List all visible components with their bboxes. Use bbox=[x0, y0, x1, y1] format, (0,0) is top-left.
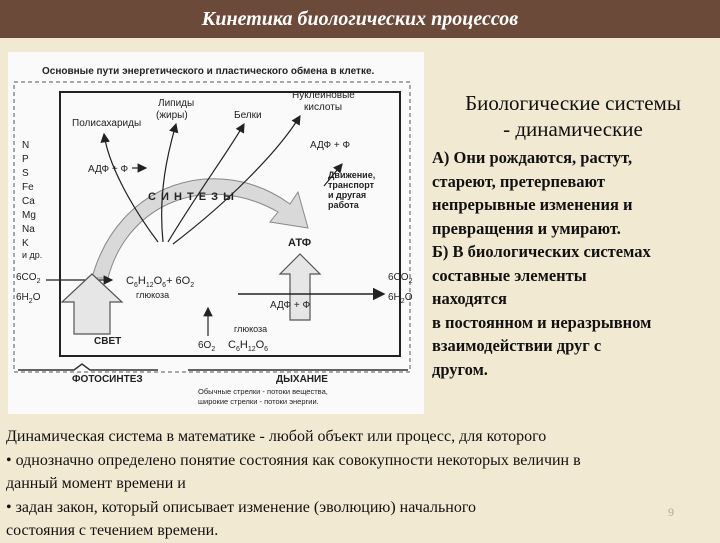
nucleic-acids-label: Нуклеиновые bbox=[292, 90, 355, 101]
cell-frame bbox=[59, 91, 401, 357]
glucose-label: глюкоза bbox=[136, 290, 169, 300]
element-label: S bbox=[22, 168, 29, 179]
respiration-label: ДЫХАНИЕ bbox=[276, 374, 328, 385]
movement-line: Движение, bbox=[328, 170, 375, 180]
adp-right-label: АДФ + Ф bbox=[310, 140, 351, 151]
right-panel: Биологические системы - динамические А) … bbox=[432, 90, 714, 381]
element-label: Ca bbox=[22, 196, 35, 207]
h2o-right: 6H2O bbox=[388, 292, 413, 305]
right-body-line: Б) В биологических системах bbox=[432, 242, 651, 261]
right-heading-line1: Биологические системы bbox=[465, 91, 681, 115]
metabolism-diagram-svg: Основные пути энергетического и пластиче… bbox=[13, 65, 413, 406]
right-body-line: находятся bbox=[432, 289, 507, 308]
glucose-bottom-formula: C6H12O6 bbox=[228, 339, 268, 353]
bottom-text-line: • задан закон, который описывает изменен… bbox=[6, 498, 476, 516]
diagram-caption: Основные пути энергетического и пластиче… bbox=[42, 65, 375, 77]
right-body-line: другом. bbox=[432, 359, 488, 379]
arrow-proteins bbox=[167, 122, 245, 243]
atp-energy-arrow bbox=[278, 253, 322, 321]
bottom-text: Динамическая система в математике - любо… bbox=[6, 425, 718, 543]
right-body-line: А) Они рождаются, растут, bbox=[432, 148, 633, 167]
element-label: K bbox=[22, 238, 29, 249]
element-label: Mg bbox=[22, 210, 36, 221]
movement-line: работа bbox=[328, 200, 360, 210]
right-heading-line2: - динамические bbox=[503, 117, 643, 141]
h2o-left: 6H2O bbox=[16, 292, 41, 305]
legend-line-2: широкие стрелки - потоки энергии. bbox=[198, 397, 319, 406]
right-body-line: стареют, претерпевают bbox=[432, 171, 605, 191]
co2-right: 6CO2 bbox=[388, 272, 413, 285]
lipids-label: Липиды bbox=[158, 98, 194, 109]
arrow-lipids bbox=[161, 122, 179, 243]
glucose-formula: C6H12O6+ 6O2 bbox=[126, 275, 194, 289]
right-body-line: превращения и умирают. bbox=[432, 218, 621, 238]
metabolism-diagram: Основные пути энергетического и пластиче… bbox=[8, 52, 424, 414]
photosynthesis-label: ФОТОСИНТЕЗ bbox=[72, 374, 143, 385]
outer-frame bbox=[13, 81, 411, 373]
element-label: и др. bbox=[22, 250, 42, 260]
nucleic-acids-sublabel: кислоты bbox=[304, 102, 342, 113]
light-label: СВЕТ bbox=[94, 336, 121, 347]
lipids-sublabel: (жиры) bbox=[156, 110, 188, 121]
atp-label: АТФ bbox=[288, 237, 311, 249]
right-body: А) Они рождаются, растут, стареют, прете… bbox=[432, 146, 714, 381]
adp-bottom-label: АДФ + Ф bbox=[270, 300, 311, 311]
light-energy-arrow bbox=[60, 273, 124, 335]
right-body-line: составные элементы bbox=[432, 265, 587, 285]
synthesis-label: С И Н Т Е З Ы bbox=[148, 191, 235, 203]
photosynthesis-divider bbox=[18, 363, 158, 371]
element-label: Na bbox=[22, 224, 35, 235]
o2-bottom: 6O2 bbox=[198, 340, 215, 353]
bottom-text-line: Динамическая система в математике - любо… bbox=[6, 428, 547, 445]
element-label: N bbox=[22, 140, 29, 151]
arrow-polysaccharides bbox=[100, 132, 159, 243]
adp-left-label: АДФ + Ф bbox=[88, 164, 129, 175]
movement-line: транспорт bbox=[328, 180, 375, 190]
co2-left: 6CO2 bbox=[16, 272, 41, 285]
element-label: P bbox=[22, 154, 29, 165]
arrow-nucleic bbox=[172, 114, 301, 245]
polysaccharides-label: Полисахариды bbox=[72, 118, 141, 129]
slide-title: Кинетика биологических процессов bbox=[0, 0, 720, 38]
bottom-text-line: данный момент времени и bbox=[6, 475, 186, 492]
movement-line: и другая bbox=[328, 190, 366, 200]
movement-arrow bbox=[323, 163, 343, 187]
bottom-text-line: состояния с течением времени. bbox=[6, 522, 219, 539]
synthesis-energy-arrow bbox=[91, 178, 309, 279]
bottom-text-line: • однозначно определено понятие состояни… bbox=[6, 451, 581, 469]
page-number: 9 bbox=[668, 505, 674, 519]
right-body-line: в постоянном и неразрывном bbox=[432, 312, 652, 332]
right-body-line: непрерывные изменения и bbox=[432, 195, 633, 214]
right-body-line: взаимодействии друг с bbox=[432, 336, 602, 355]
elements-list: N P S Fe Ca Mg Na K и др. bbox=[22, 140, 42, 260]
proteins-label: Белки bbox=[234, 110, 262, 121]
glucose-bottom-label: глюкоза bbox=[234, 324, 267, 334]
legend-line-1: Обычные стрелки - потоки вещества, bbox=[198, 387, 328, 396]
element-label: Fe bbox=[22, 182, 34, 193]
